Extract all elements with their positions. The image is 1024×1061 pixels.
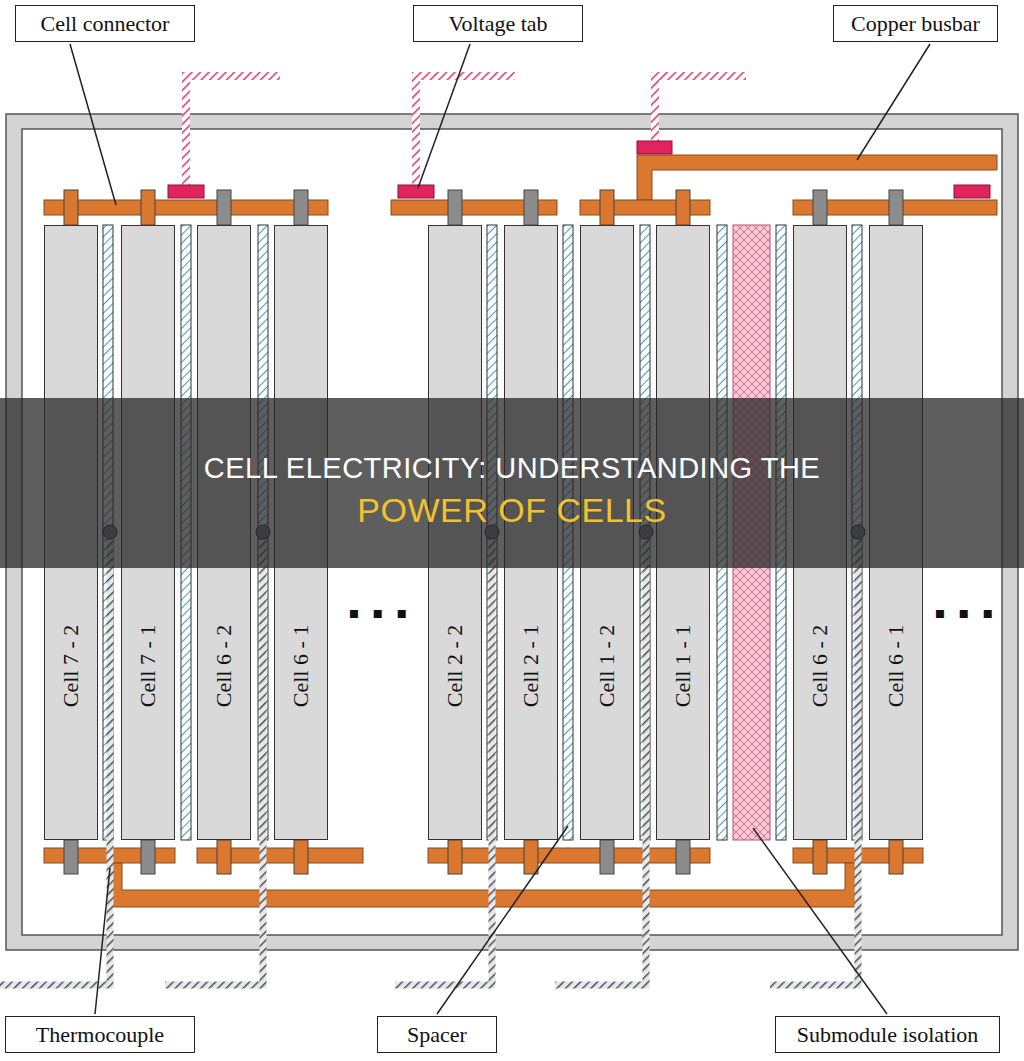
callout-box: Submodule isolation (775, 1016, 1000, 1053)
terminal-bolt (217, 190, 231, 225)
cell-label: Cell 6 - 2 (807, 625, 833, 708)
terminal-bolt (676, 840, 690, 874)
bottom-connectors (44, 848, 923, 907)
cell-label: Cell 7 - 1 (135, 625, 161, 708)
callout-text: Cell connector (41, 11, 170, 37)
callout-text: Thermocouple (36, 1022, 164, 1048)
callout-box: Thermocouple (5, 1016, 195, 1053)
voltage-lead (186, 76, 280, 186)
leader-line (95, 868, 110, 1014)
voltage-tab (168, 185, 204, 198)
leader-line (418, 44, 470, 188)
terminal-bolt (141, 840, 155, 874)
terminal-bolt (294, 840, 308, 874)
callout-box: Copper busbar (833, 5, 998, 42)
leader-line (857, 44, 930, 160)
callout-box: Cell connector (15, 5, 195, 42)
cell-label: Cell 6 - 1 (288, 625, 314, 708)
cell-label: Cell 7 - 2 (58, 625, 84, 708)
terminal-bolt (889, 190, 903, 225)
voltage-lead (655, 76, 746, 141)
cell-label: Cell 2 - 1 (518, 625, 544, 708)
title-line: CELL ELECTRICITY: UNDERSTANDING THE (204, 452, 820, 485)
terminal-bolt (889, 840, 903, 874)
callout-box: Voltage tab (413, 5, 583, 42)
terminal-bolt (524, 190, 538, 225)
voltage-tabs (168, 141, 990, 198)
terminal-bolt (813, 840, 827, 874)
cell-connector (44, 200, 328, 215)
voltage-tab (637, 141, 672, 154)
leader-line (70, 44, 116, 205)
voltage-tab (954, 185, 990, 198)
terminal-bolt (600, 840, 614, 874)
terminal-bolt (294, 190, 308, 225)
callout-text: Submodule isolation (797, 1022, 979, 1048)
callout-box: Spacer (377, 1016, 497, 1053)
terminal-bolt (217, 840, 231, 874)
terminal-bolt (676, 190, 690, 225)
cell-label: Cell 1 - 2 (594, 625, 620, 708)
cell-label: Cell 6 - 2 (211, 625, 237, 708)
callout-text: Voltage tab (448, 11, 547, 37)
leader-line (753, 828, 887, 1014)
cell-label: Cell 2 - 2 (442, 625, 468, 708)
terminal-bolt (524, 840, 538, 874)
terminal-bolt (448, 840, 462, 874)
cell-label: Cell 6 - 1 (883, 625, 909, 708)
leader-line (437, 826, 568, 1014)
terminal-bolt (813, 190, 827, 225)
top-connectors (44, 200, 997, 215)
terminal-bolt (64, 840, 78, 874)
cell-label: Cell 1 - 1 (670, 625, 696, 708)
terminal-bolt (600, 190, 614, 225)
voltage-tab (398, 185, 434, 198)
ellipsis-mark: ▪ ▪ ▪ (935, 603, 998, 622)
ellipsis-mark: ▪ ▪ ▪ (349, 603, 412, 622)
cell-connector (428, 848, 710, 863)
title-line: POWER OF CELLS (357, 491, 666, 530)
callout-text: Copper busbar (851, 11, 980, 37)
terminal-bolt (141, 190, 155, 225)
terminal-bolt (448, 190, 462, 225)
callout-text: Spacer (407, 1022, 467, 1048)
voltage-lead (416, 76, 515, 186)
terminal-bolt (64, 190, 78, 225)
